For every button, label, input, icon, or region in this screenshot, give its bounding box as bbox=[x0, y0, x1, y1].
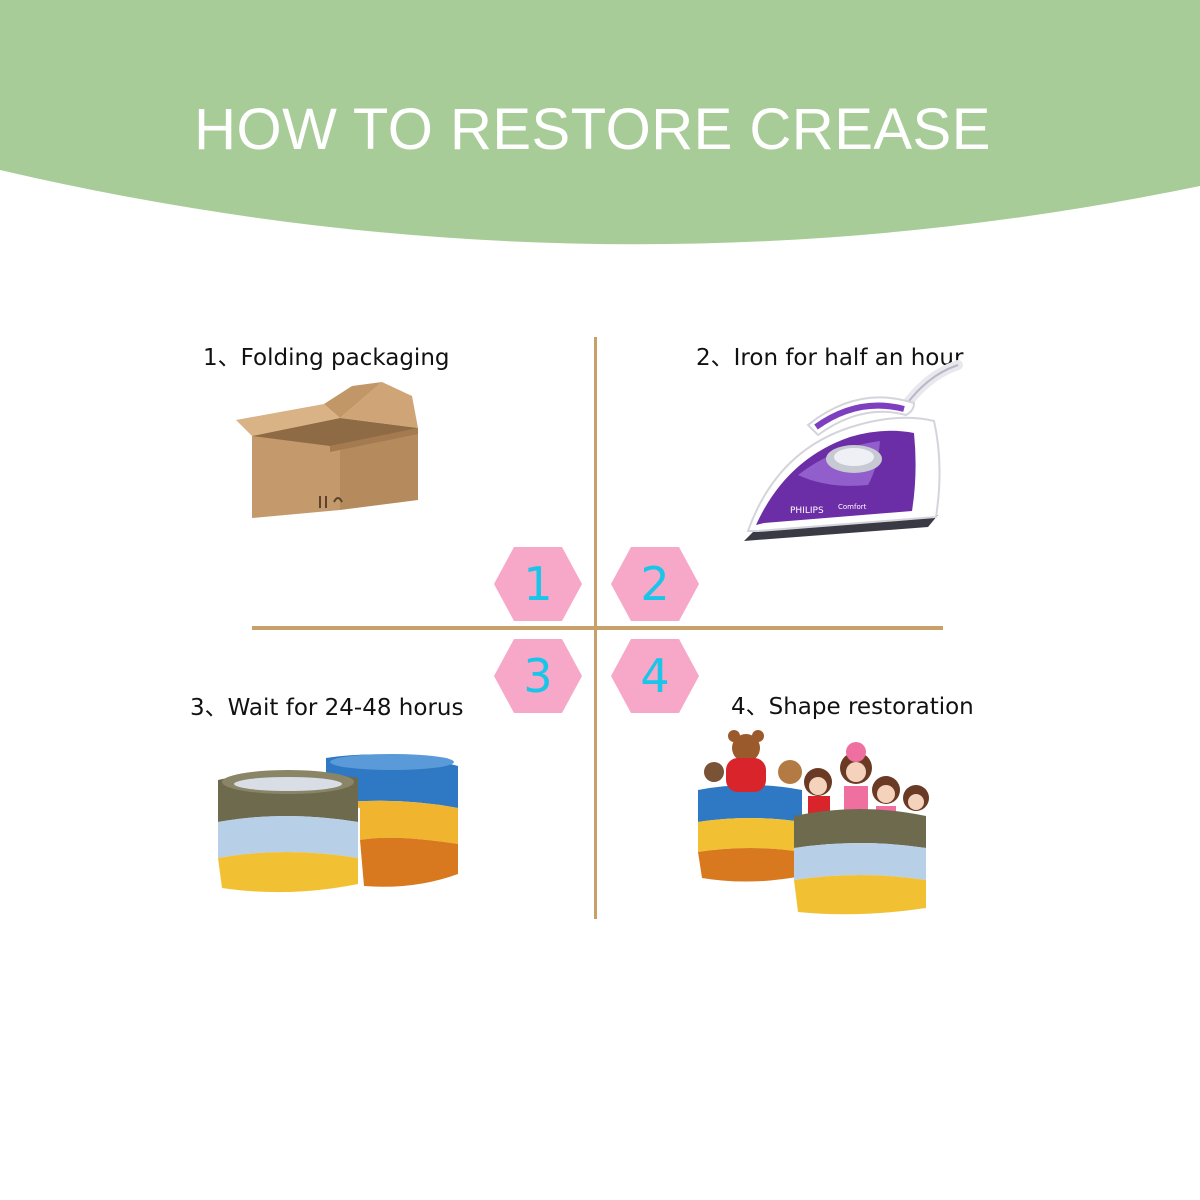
step-4-number: 4 bbox=[640, 649, 670, 703]
step-3-badge: 3 bbox=[493, 638, 583, 714]
step-4-label: 4、Shape restoration bbox=[731, 694, 974, 720]
iron-model-text: Comfort bbox=[838, 503, 867, 511]
step-2-number: 2 bbox=[640, 557, 670, 611]
steam-iron-icon: PHILIPS Comfort bbox=[744, 360, 963, 541]
step-1-label: 1、Folding packaging bbox=[203, 345, 450, 371]
step-1-badge: 1 bbox=[493, 546, 583, 622]
storage-baskets-icon bbox=[218, 754, 458, 893]
step-3-number: 3 bbox=[523, 649, 553, 703]
iron-brand-text: PHILIPS bbox=[790, 506, 824, 516]
step-3-label: 3、Wait for 24-48 horus bbox=[190, 695, 464, 721]
cardboard-box-icon bbox=[236, 382, 418, 518]
step-1-number: 1 bbox=[523, 557, 553, 611]
step-2-badge: 2 bbox=[610, 546, 700, 622]
baskets-with-toys-icon bbox=[698, 730, 929, 915]
page-title: HOW TO RESTORE CREASE bbox=[194, 97, 991, 162]
header-banner bbox=[0, 0, 1200, 245]
step-4-badge: 4 bbox=[610, 638, 700, 714]
step-2-label: 2、Iron for half an hour bbox=[696, 345, 964, 371]
horizontal-divider bbox=[252, 626, 943, 630]
